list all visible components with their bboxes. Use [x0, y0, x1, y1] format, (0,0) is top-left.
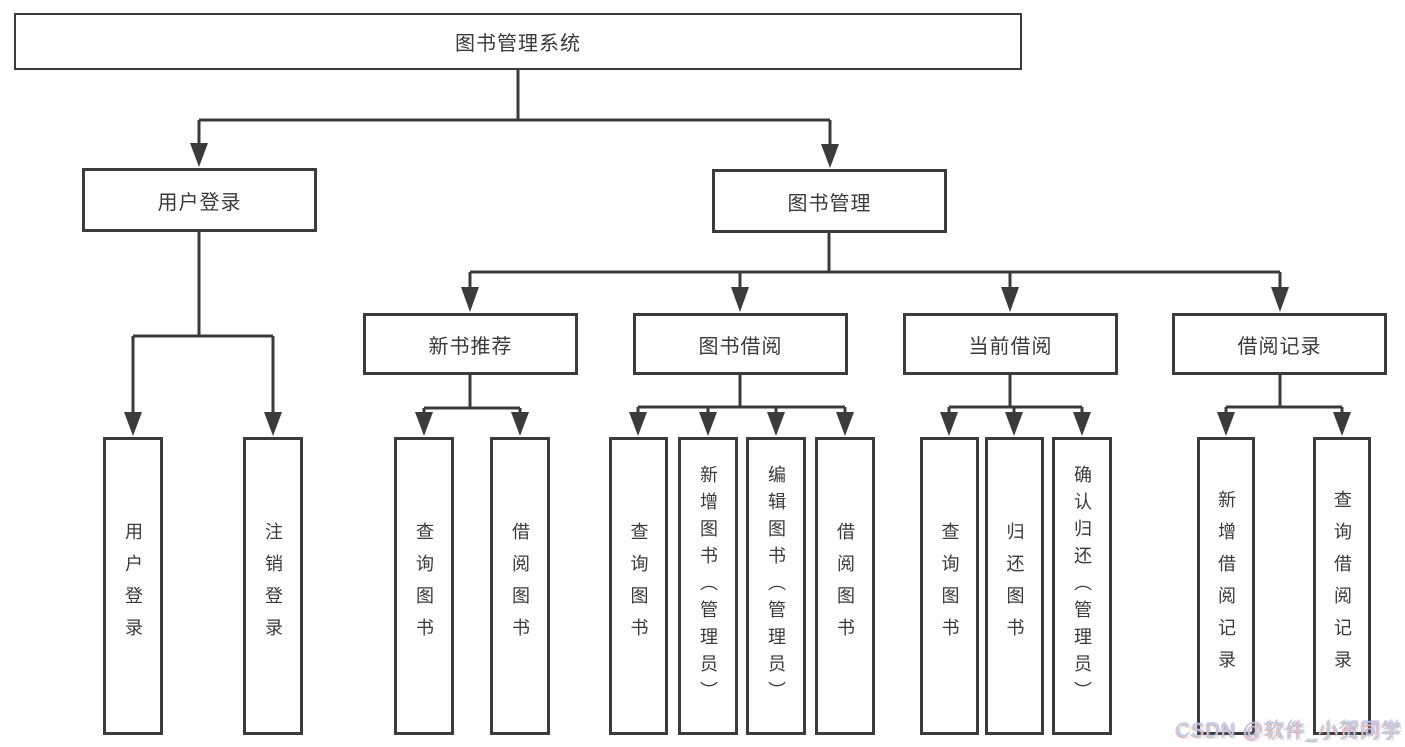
- leaf-borrow-query-books: 查询图书: [609, 437, 668, 735]
- leaf-current-confirm-return-admin: 确认归还（管理员）: [1052, 437, 1112, 735]
- arrowhead: [264, 412, 282, 436]
- leaf-label: 查询图书: [939, 522, 960, 650]
- node-root-library-system: 图书管理系统: [14, 13, 1022, 70]
- connector-current-borrow: [947, 375, 1084, 414]
- arrowhead: [836, 412, 854, 436]
- arrowhead: [1005, 412, 1023, 436]
- leaf-label: 查询借阅记录: [1332, 490, 1352, 682]
- arrowhead: [821, 144, 839, 168]
- arrowhead: [699, 412, 717, 436]
- connector-user-login: [131, 232, 275, 415]
- connector-root: [197, 69, 832, 147]
- csdn-watermark: CSDN @软件_小贺同学: [1175, 720, 1402, 742]
- arrowhead: [1217, 412, 1235, 436]
- leaf-record-add: 新增借阅记录: [1197, 437, 1255, 735]
- arrowhead: [1001, 287, 1019, 312]
- leaf-label: 注销登录: [263, 522, 283, 650]
- arrowhead: [940, 412, 958, 436]
- arrowhead: [629, 412, 647, 436]
- leaf-label: 编辑图书（管理员）: [766, 464, 786, 708]
- arrowhead: [190, 143, 208, 167]
- leaf-label: 确认归还（管理员）: [1072, 464, 1092, 708]
- leaf-label: 新增图书（管理员）: [698, 464, 718, 708]
- connector-borrow-record: [1224, 375, 1344, 414]
- arrowhead: [731, 287, 749, 312]
- leaf-user-login: 用户登录: [103, 437, 163, 735]
- connector-book-mgmt: [468, 233, 1282, 290]
- leaf-label: 新增借阅记录: [1216, 490, 1236, 682]
- arrowhead: [124, 412, 142, 436]
- node-new-book-recommend: 新书推荐: [363, 313, 578, 375]
- node-user-login: 用户登录: [82, 168, 317, 232]
- leaf-borrow-edit-books-admin: 编辑图书（管理员）: [746, 437, 806, 735]
- arrowhead: [1073, 412, 1091, 436]
- leaf-newbook-query-books: 查询图书: [394, 437, 454, 735]
- leaf-label: 查询图书: [628, 522, 649, 650]
- connector-book-borrow: [636, 375, 847, 414]
- leaf-label: 借阅图书: [835, 522, 855, 650]
- leaf-borrow-borrow-books: 借阅图书: [815, 437, 875, 735]
- arrowhead: [1333, 412, 1351, 436]
- leaf-record-query: 查询借阅记录: [1313, 437, 1371, 735]
- arrowhead: [461, 287, 479, 312]
- connector-new-book: [422, 375, 522, 414]
- arrowhead: [767, 412, 785, 436]
- leaf-label: 借阅图书: [510, 522, 530, 650]
- arrowhead: [1271, 287, 1289, 312]
- leaf-current-return-books: 归还图书: [985, 437, 1044, 735]
- leaf-label: 归还图书: [1004, 522, 1025, 650]
- arrowhead: [511, 412, 529, 436]
- node-book-management: 图书管理: [712, 169, 947, 233]
- leaf-newbook-borrow-books: 借阅图书: [490, 437, 550, 735]
- leaf-borrow-add-books-admin: 新增图书（管理员）: [678, 437, 738, 735]
- leaf-label: 查询图书: [414, 522, 434, 650]
- leaf-current-query-books: 查询图书: [920, 437, 979, 735]
- node-book-borrow: 图书借阅: [633, 313, 848, 375]
- leaf-label: 用户登录: [123, 522, 143, 650]
- node-current-borrow: 当前借阅: [903, 313, 1118, 375]
- leaf-logout: 注销登录: [243, 437, 303, 735]
- arrowhead: [415, 412, 433, 436]
- node-borrow-record: 借阅记录: [1172, 313, 1387, 375]
